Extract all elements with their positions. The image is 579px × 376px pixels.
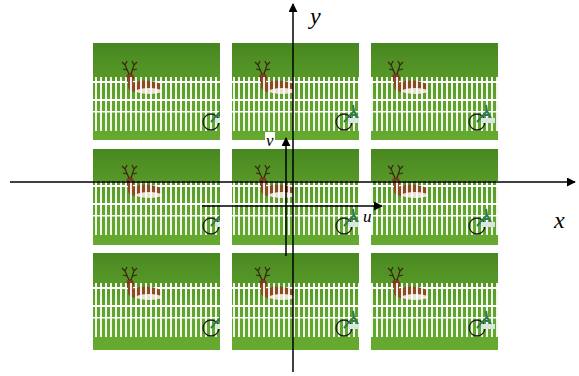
v-axis-label: v: [265, 132, 275, 149]
u-axis-label: u: [362, 208, 373, 225]
x-axis-label: x: [553, 208, 566, 232]
y-axis-label: y: [309, 4, 322, 28]
